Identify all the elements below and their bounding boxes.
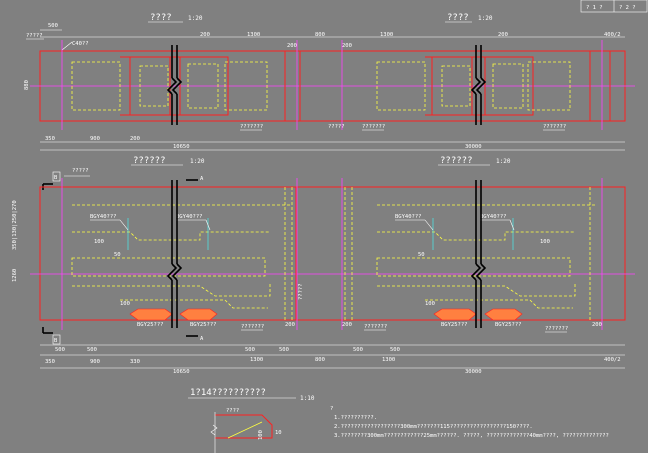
elev-dim-11: 200 (592, 322, 602, 328)
detail-view: 1?14?????????? 1:10 ???? 100 10 (188, 388, 315, 453)
plan-dim-bottom-2: 200 (130, 136, 140, 142)
section-mark-a-top: A (200, 176, 204, 182)
elev-dim-row2-2: 330 (130, 359, 140, 365)
elev-dim-4: 1300 (250, 357, 263, 363)
bolt-label-0: BGY40??? (90, 214, 117, 220)
bolt-block-3 (484, 308, 523, 321)
elevation-total-left: 10650 (173, 369, 190, 375)
notes: ? 1.??????????. 2.??????????????????300m… (330, 406, 609, 439)
elev-dim-2: 500 (245, 347, 255, 353)
bolt-bottom-label-0: BGY25??? (137, 322, 164, 328)
elev-dim-0: 500 (55, 347, 65, 353)
notes-line-3: 3.????????300mm????????????25mm??????. ?… (334, 433, 609, 439)
elevation-label-side-2: ????? (298, 283, 304, 300)
elevation-title-right: ?????? (440, 156, 473, 166)
elevation-label-bottom-3: ??????? (545, 326, 568, 332)
plan-label-concrete: C40?? (72, 41, 89, 47)
elevation-scale-right: 1:20 (496, 158, 511, 165)
notes-line-2: 2.??????????????????300mm???????115?????… (334, 424, 533, 430)
detail-dim-2: 10 (275, 430, 282, 436)
elevation-value-0: 100 (94, 239, 104, 245)
elevation-label-height: 1260 (12, 269, 18, 282)
detail-title: 1?14?????????? (190, 388, 266, 398)
plan-title-right: ???? (447, 13, 469, 23)
elev-dim-3: 200 (285, 322, 295, 328)
elevation-break-line-left (166, 180, 183, 328)
plan-dim-top-4: 800 (315, 32, 325, 38)
elev-dim-row2-1: 900 (90, 359, 100, 365)
plan-dim-top-6: 1300 (380, 32, 393, 38)
elevation-view: ?????? 1:20 ?????? 1:20 ????? B B A A 35… (12, 156, 635, 375)
elevation-break-line-right (470, 180, 487, 328)
elevation-title-left: ?????? (133, 156, 166, 166)
elevation-value-1: 50 (114, 252, 121, 258)
elevation-label-top-left: ????? (72, 168, 89, 174)
plan-scale-left: 1:20 (188, 15, 203, 22)
elevation-label-bottom-2: ??????? (364, 324, 387, 330)
section-mark-a-bottom: A (200, 336, 204, 342)
plan-dim-top-2: 1300 (247, 32, 260, 38)
bolt-block-1 (179, 308, 218, 321)
plan-title-left: ???? (150, 13, 172, 23)
elevation-value-4: 50 (418, 252, 425, 258)
plan-dim-top-3: 200 (287, 43, 297, 49)
bolt-label-1: BGY40??? (176, 214, 203, 220)
bolt-label-2: BGY40??? (395, 214, 422, 220)
section-mark-b-top: B (54, 175, 58, 181)
elev-dim-6: 800 (315, 357, 325, 363)
title-block-cell-2: ? 2 ? (619, 5, 636, 11)
elev-dim-5: 500 (279, 347, 289, 353)
plan-total-left: 10650 (173, 144, 190, 150)
elev-dim-10: 1300 (382, 357, 395, 363)
elevation-label-side: 350|130|250|270 (12, 200, 18, 250)
plan-label-top-left: ????? (26, 33, 43, 39)
plan-label-bottom-4: ??????? (543, 124, 566, 130)
plan-dim-bottom-0: 350 (45, 136, 55, 142)
plan-break-line-left (166, 45, 183, 125)
elevation-total-right: 30000 (465, 369, 482, 375)
plan-dim-top-7: 200 (498, 32, 508, 38)
plan-label-bottom-3: ??????? (362, 124, 385, 130)
elevation-value-3: 100 (540, 239, 550, 245)
plan-break-line-right (470, 45, 487, 125)
plan-label-side: 880 (24, 80, 30, 90)
elev-dim-row2-0: 350 (45, 359, 55, 365)
elev-dim-8: 500 (390, 347, 400, 353)
elevation-value-2: 100 (120, 301, 130, 307)
detail-dim-1: 100 (258, 430, 264, 440)
title-block-cell-1: ? 1 ? (586, 5, 603, 11)
bolt-label-3: BGY40??? (480, 214, 507, 220)
section-mark-b-bottom: B (54, 338, 58, 344)
elev-dim-9: 200 (342, 322, 352, 328)
elev-dim-1: 500 (87, 347, 97, 353)
plan-dim-top-1: 200 (200, 32, 210, 38)
title-block: ? 1 ? ? 2 ? (580, 0, 648, 13)
plan-scale-right: 1:20 (478, 15, 493, 22)
plan-view: ???? 1:20 ???? 1:20 500 200 1300 200 800… (24, 13, 635, 151)
elevation-label-bottom-1: ??????? (241, 324, 264, 330)
plan-label-bottom-1: ??????? (240, 124, 263, 130)
plan-total-right: 30000 (465, 144, 482, 150)
bolt-bottom-label-1: BGY25??? (190, 322, 217, 328)
bolt-bottom-label-2: BGY25??? (441, 322, 468, 328)
elev-dim-12: 400/2 (604, 357, 621, 363)
bolt-bottom-label-3: BGY25??? (495, 322, 522, 328)
elevation-scale-left: 1:20 (190, 158, 205, 165)
bolt-block-0 (129, 308, 173, 321)
elev-dim-7: 500 (353, 347, 363, 353)
notes-heading: ? (330, 406, 333, 412)
notes-line-1: 1.??????????. (334, 415, 377, 421)
elevation-value-5: 100 (425, 301, 435, 307)
plan-dim-bottom-1: 900 (90, 136, 100, 142)
detail-label: ???? (226, 408, 239, 414)
detail-scale: 1:10 (300, 395, 315, 402)
bolt-block-2 (433, 308, 477, 321)
plan-dim-top-5: 200 (342, 43, 352, 49)
plan-dim-top-0: 500 (48, 23, 58, 29)
plan-dim-top-8: 400/2 (604, 32, 621, 38)
plan-label-bottom-2: ????? (328, 124, 345, 130)
